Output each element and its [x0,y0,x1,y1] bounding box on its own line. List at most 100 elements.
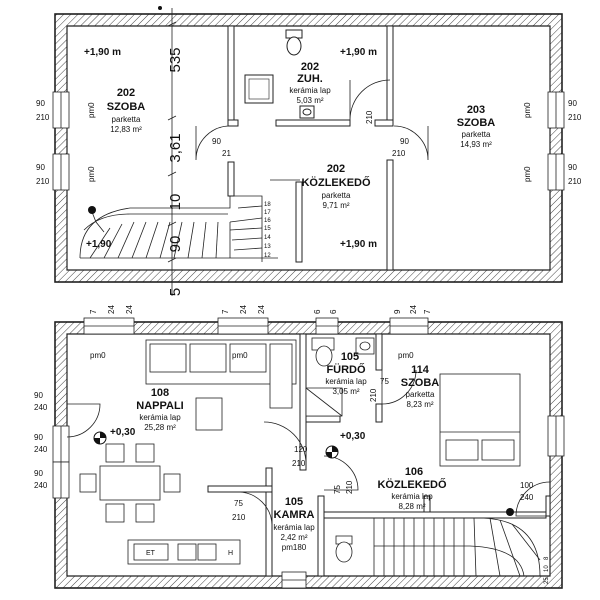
dim: 6 [313,309,322,314]
lower-side-labels: 90 240 90 240 90 240 [34,391,48,490]
room-extra: pm180 [282,543,307,552]
svg-text:17: 17 [264,210,271,216]
room-202-zuh-label: 202 ZUH. kerámia lap 5,03 m² [289,61,331,105]
dim: 24 [239,305,248,314]
room-area: 12,83 m² [110,125,142,134]
dimension-label: 535 [167,47,184,72]
level-mark: +0,30 [110,427,136,438]
window-labels: 90 210 90 210 90 210 90 210 [36,99,582,186]
door-width: 75 [380,377,389,386]
dim: 90 [34,433,43,442]
window-height: 210 [568,177,582,186]
upper-partitions [227,25,394,271]
double-bed [439,373,521,467]
room-number: 202 [327,163,345,175]
et-label: ET [146,550,156,557]
dim: 24 [125,305,134,314]
stair-step: 8 [544,556,550,560]
room-number: 108 [151,387,169,399]
lower-door-labels: 75 210 120 210 75 210 100 240 75 210 [232,377,534,522]
room-106-kozlekedo-label: 106 KÖZLEKEDŐ kerámia lap 8,28 m² [377,466,447,511]
room-name: KAMRA [274,509,315,521]
toilet-upper [285,29,303,56]
dim: 7 [221,309,230,314]
dim: 240 [34,403,48,412]
lower-top-dims: 7 24 24 7 24 24 6 6 9 24 7 [89,305,432,314]
door-width: 90 [400,137,409,146]
h-label: H [228,550,233,557]
dimension-label: 5 [167,288,184,296]
room-area: 8,28 m² [398,502,425,511]
svg-text:14: 14 [264,235,271,241]
pm-label: pm0 [87,102,96,118]
upper-vertical-dimension [167,8,177,296]
room-203-szoba-label: 203 SZOBA parketta 14,93 m² [457,104,496,149]
room-number: 106 [405,466,423,478]
room-finish: kerámia lap [325,377,367,386]
dim: 7 [423,309,432,314]
level-mark: +1,90 m [340,239,377,250]
room-number: 105 [285,496,303,508]
sofa [145,339,297,431]
room-area: 25,28 m² [144,423,176,432]
room-finish: kerámia lap [289,86,331,95]
room-number: 202 [117,87,135,99]
dimension-label: 10 [167,194,184,211]
window-height: 210 [36,113,50,122]
upper-windows [52,91,565,191]
room-finish: kerámia lap [391,492,433,501]
room-finish: kerámia lap [139,413,181,422]
level-mark: +1,90 m [340,47,377,58]
room-area: 2,42 m² [280,533,307,542]
stair-start-dot [506,508,514,516]
door-height: 210 [292,459,306,468]
room-number: 114 [411,364,430,376]
kitchen-counter [127,539,241,565]
dimension-label: 3,61 [167,133,184,162]
window-width: 90 [568,99,577,108]
room-area: 8,23 m² [406,400,433,409]
room-finish: parketta [406,390,435,399]
room-finish: parketta [112,115,141,124]
svg-text:16: 16 [264,218,271,224]
room-finish: parketta [462,130,491,139]
stair-step: 25 [544,577,550,584]
pm-label: pm0 [523,166,532,182]
svg-text:18: 18 [264,202,271,208]
door-height: 210 [345,480,354,494]
door-height: 210 [392,149,406,158]
room-105-kamra-label: 105 KAMRA kerámia lap 2,42 m² pm180 [273,496,315,552]
door-height: 210 [232,513,246,522]
room-108-nappali-label: 108 NAPPALI kerámia lap 25,28 m² [136,387,183,432]
window-width: 90 [568,163,577,172]
svg-text:12: 12 [264,253,271,259]
room-202-kozlekedo-label: 202 KÖZLEKEDŐ parketta 9,71 m² [301,163,371,210]
shower-tray [244,74,274,104]
room-name: KÖZLEKEDŐ [301,176,371,189]
upper-door-swings [195,79,429,181]
level-mark: +0,30 [340,431,366,442]
dim: 24 [409,305,418,314]
dim: 7 [89,309,98,314]
room-name: NAPPALI [136,400,183,412]
upper-door-labels: 90 21 90 210 210 [212,110,409,158]
room-name: FÜRDŐ [326,363,366,376]
room-114-szoba-label: 114 SZOBA parketta 8,23 m² [401,364,440,409]
dim: 9 [393,309,402,314]
bath-fixtures [305,337,375,563]
door-height: 21 [222,149,231,158]
stair-labels: 8 10 25 [544,556,550,584]
pm-label: pm0 [232,351,248,360]
dim: 240 [34,481,48,490]
room-202-szoba-label: 202 SZOBA parketta 12,83 m² [107,87,146,134]
room-area: 5,03 m² [296,96,323,105]
room-finish: kerámia lap [273,523,315,532]
lower-top-windows [83,317,429,589]
room-name: ZUH. [297,73,323,85]
stair-start-dot [88,206,96,214]
dining-table [79,443,181,523]
window-width: 90 [36,163,45,172]
door-width: 100 [520,481,534,490]
